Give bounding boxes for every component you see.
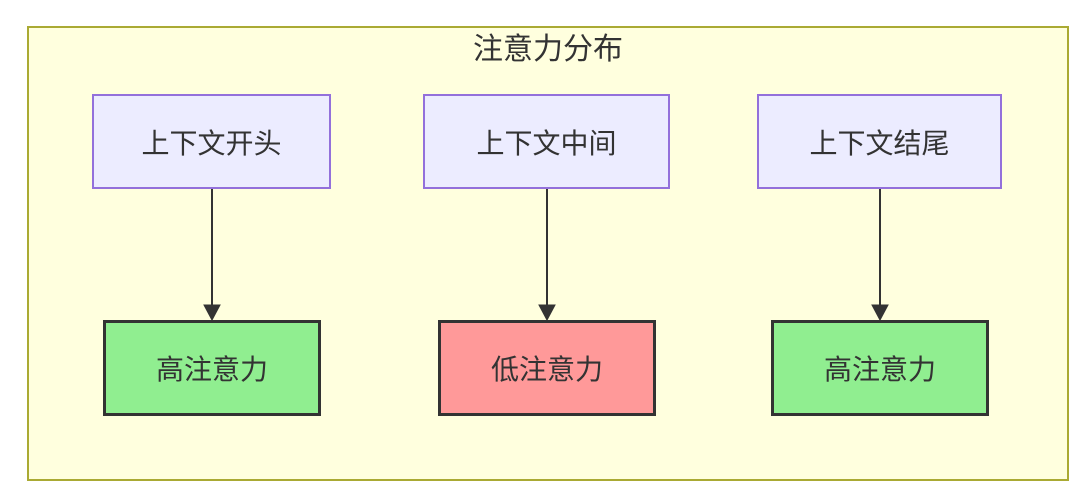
node-context-end: 上下文结尾 (757, 94, 1002, 189)
arrowhead-icon (871, 304, 889, 322)
node-high-attention-right: 高注意力 (771, 320, 989, 416)
node-low-attention-label: 低注意力 (490, 354, 603, 385)
node-context-end-label: 上下文结尾 (809, 127, 950, 159)
node-low-attention: 低注意力 (438, 320, 656, 416)
arrowhead-icon (203, 304, 221, 322)
node-high-attention-left: 高注意力 (103, 320, 321, 416)
arrow-context-start-to-high-attention (203, 189, 221, 322)
arrow-context-middle-to-low-attention (538, 189, 556, 322)
node-context-start: 上下文开头 (92, 94, 331, 189)
node-context-start-label: 上下文开头 (141, 127, 282, 159)
node-context-middle: 上下文中间 (423, 94, 670, 189)
arrow-context-end-to-high-attention (871, 189, 889, 322)
arrowhead-icon (538, 304, 556, 322)
diagram-title: 注意力分布 (473, 33, 623, 66)
node-high-attention-left-label: 高注意力 (155, 354, 268, 385)
node-high-attention-right-label: 高注意力 (823, 354, 936, 385)
node-context-middle-label: 上下文中间 (476, 127, 617, 159)
attention-distribution-container: 注意力分布 上下文开头 上下文中间 上下文结尾 (27, 26, 1069, 481)
